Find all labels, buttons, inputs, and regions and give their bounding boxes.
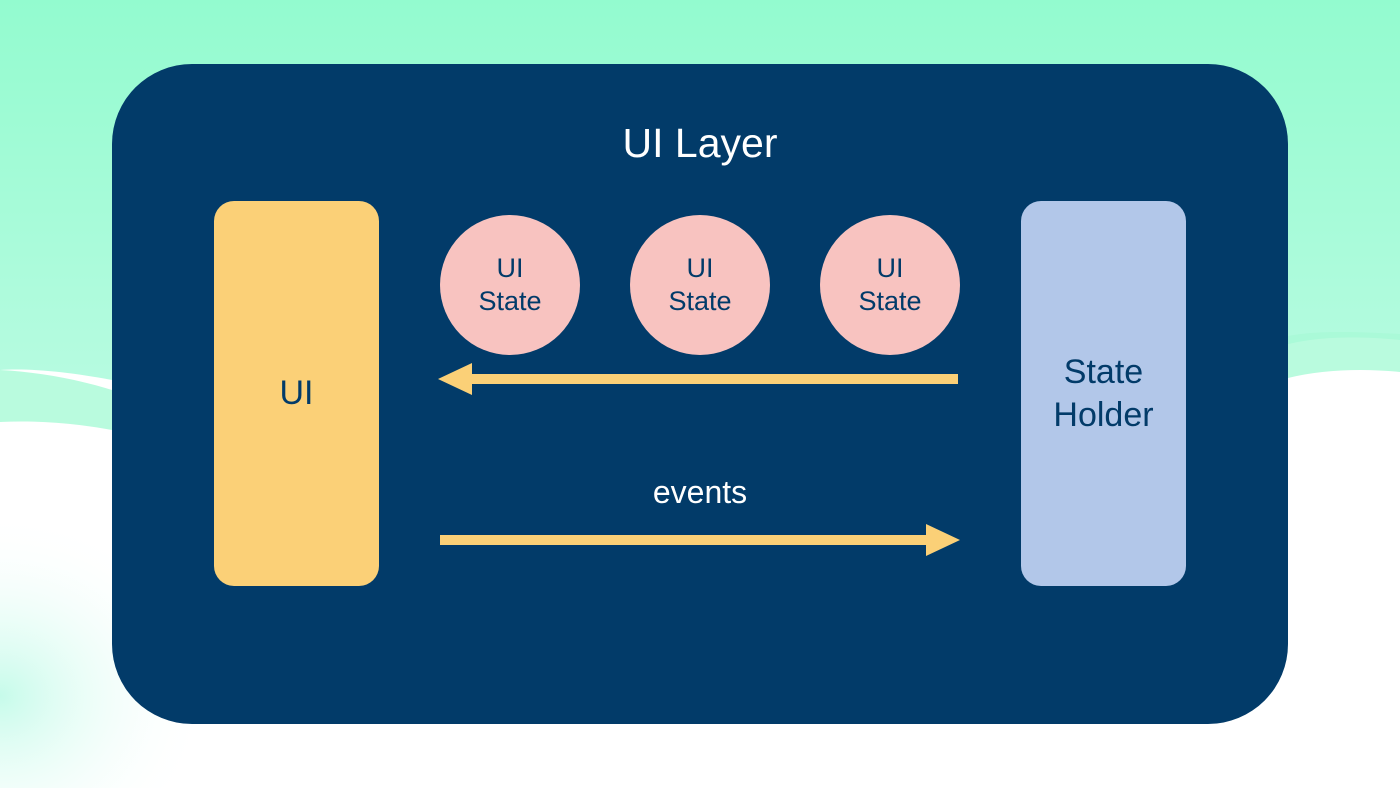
state-holder-label-line2: Holder	[1053, 395, 1154, 434]
ui-state-label-line1: UI	[496, 253, 524, 283]
state-holder-box: State Holder	[1021, 201, 1186, 586]
ui-box: UI	[214, 201, 379, 586]
ui-state-label-line1: UI	[686, 253, 714, 283]
ui-state-circle-3: UI State	[820, 215, 960, 355]
ui-state-label-line2: State	[478, 286, 542, 316]
ui-state-label-line1: UI	[876, 253, 904, 283]
events-label: events	[652, 474, 748, 510]
ui-box-label: UI	[279, 374, 314, 412]
state-holder-label-line1: State	[1063, 352, 1144, 391]
ui-layer-title: UI Layer	[622, 120, 778, 166]
ui-state-label-line2: State	[668, 286, 732, 316]
ui-state-circle-1: UI State	[440, 215, 580, 355]
ui-state-circle-2: UI State	[630, 215, 770, 355]
ui-state-label-line2: State	[858, 286, 922, 316]
